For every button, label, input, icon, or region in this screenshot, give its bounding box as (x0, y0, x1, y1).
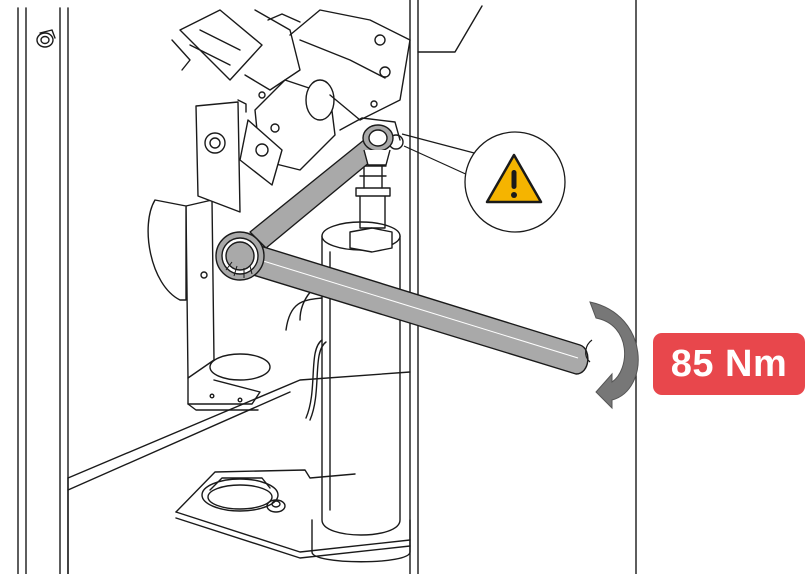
torque-wrench (215, 124, 589, 375)
frame-screw (36, 29, 56, 48)
clockwise-rotation-arrow-icon (585, 301, 639, 410)
floor-opening (201, 477, 286, 513)
mounting-bracket (147, 199, 261, 411)
valve-fitting (349, 159, 393, 253)
key-switch-panel (195, 99, 247, 213)
machine-line-art (17, 0, 637, 574)
torque-value-badge: 85 Nm (653, 333, 805, 395)
warning-callout (401, 131, 566, 233)
pump-motor (171, 9, 411, 186)
warning-triangle-icon (485, 153, 543, 204)
